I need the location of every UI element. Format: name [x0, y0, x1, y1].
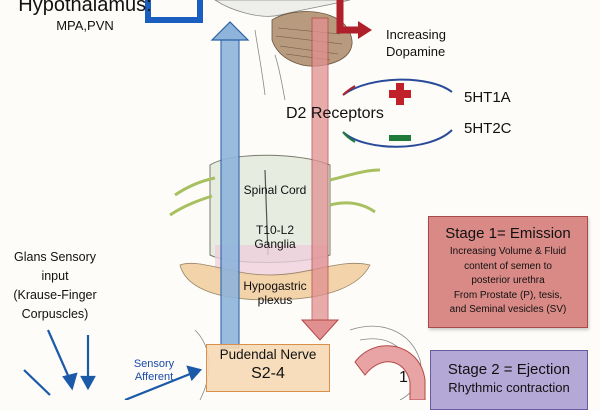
efferent-down-arrow [300, 17, 340, 341]
hypothalamus-title: Hypothalamus: [18, 0, 152, 16]
plus-icon [389, 83, 411, 105]
ganglia-label: T10-L2 Ganglia [225, 223, 325, 252]
stage1-line: and Seminal vesicles (SV) [449, 304, 567, 315]
hypothalamus-bracket [145, 0, 203, 23]
ganglia-line1: T10-L2 [255, 223, 295, 237]
stage1-line: Increasing Volume & Fluid [449, 246, 567, 257]
stage2-ejection-box: Stage 2 = Ejection Rhythmic contraction [430, 350, 588, 410]
pudendal-line2: S2-4 [251, 365, 285, 382]
afferent-line1: Sensory [133, 358, 175, 370]
hypothalamus-subtitle: MPA,PVN [56, 18, 114, 33]
stage2-subtitle: Rhythmic contraction [448, 380, 570, 395]
5ht1a-label: 5HT1A [464, 89, 511, 106]
5ht2c-label: 5HT2C [464, 120, 512, 137]
hypogastric-plexus-label: Hypogastric plexus [220, 279, 330, 308]
d2-receptors-label: D2 Receptors [286, 105, 384, 122]
dopamine-label: Increasing Dopamine [386, 26, 446, 60]
ganglia-line2: Ganglia [254, 236, 296, 251]
glans-line4: Corpuscles) [21, 307, 89, 321]
contraction-circular-arrow [354, 345, 426, 400]
plexus-line2: plexus [257, 292, 293, 307]
dopamine-arrow [336, 0, 372, 39]
stage1-line: posterior urethra [471, 275, 545, 286]
stage2-title: Stage 2 = Ejection [447, 361, 571, 378]
afferent-up-arrow [210, 21, 250, 349]
glans-line3: (Krause-Finger [13, 288, 97, 302]
glans-line2: input [41, 269, 69, 283]
hypothalamus-label: Hypothalamus: MPA,PVN [10, 0, 160, 34]
dopamine-line1: Increasing [386, 27, 446, 42]
afferent-line2: Afferent [134, 370, 174, 383]
step-number: 1 [399, 369, 408, 386]
glans-sensory-label: Glans Sensory input (Krause-Finger Corpu… [0, 248, 110, 324]
pudendal-line1: Pudendal Nerve [219, 347, 317, 362]
stage1-emission-box: Stage 1= Emission Increasing Volume & Fl… [428, 216, 588, 328]
minus-icon [389, 135, 411, 141]
diagram-illustration [23, 0, 453, 400]
receptor-arcs [342, 78, 453, 148]
stage1-line: From Prostate (P), tesis, [453, 289, 563, 301]
pudendal-nerve-box: Pudendal Nerve S2-4 [206, 344, 330, 392]
dopamine-line2: Dopamine [386, 44, 446, 59]
spinal-cord-label: Spinal Cord [243, 183, 307, 197]
stage1-line: content of semen to [464, 260, 552, 272]
glans-arrows [23, 329, 203, 400]
glans-line1: Glans Sensory [14, 250, 96, 264]
sensory-afferent-label: Sensory Afferent [124, 358, 184, 383]
plexus-line1: Hypogastric [243, 279, 307, 293]
stage1-title: Stage 1= Emission [445, 225, 571, 242]
